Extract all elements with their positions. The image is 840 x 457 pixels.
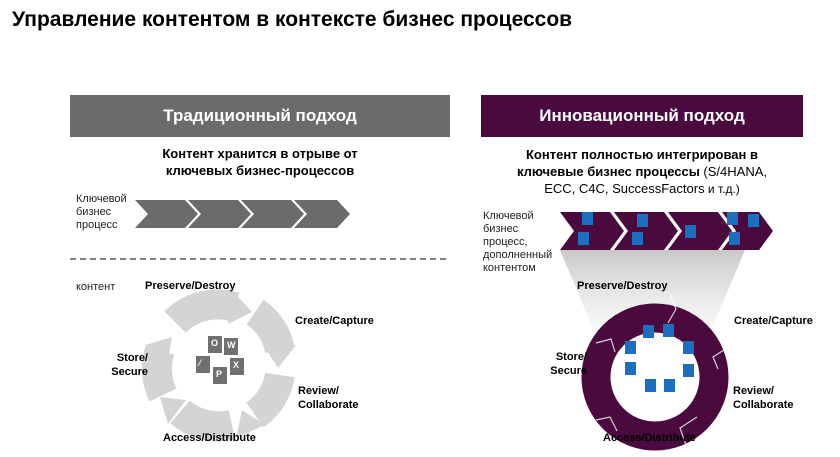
outlook-icon xyxy=(208,336,222,353)
traditional-process-chevrons xyxy=(135,200,350,228)
label-line: дополненный xyxy=(483,249,553,261)
label-line: Collaborate xyxy=(733,399,794,411)
cycle-arrow xyxy=(170,400,236,442)
svg-text:⁄: ⁄ xyxy=(197,358,203,368)
label-line: Secure xyxy=(550,365,587,377)
cycle-arrow xyxy=(164,289,240,334)
page-title: Управление контентом в контексте бизнес … xyxy=(12,8,573,31)
traditional-access-label: Access/Distribute xyxy=(163,432,256,444)
label-line: Secure xyxy=(111,366,148,378)
innovative-header: Инновационный подход xyxy=(481,95,803,137)
label-line: Ключевой xyxy=(76,193,127,205)
label-line: Review/ xyxy=(733,385,774,397)
innovative-access-label: Access/Distribute xyxy=(603,432,696,444)
traditional-process-label: Ключевой бизнес процесс xyxy=(76,193,127,232)
label-line: Collaborate xyxy=(298,399,359,411)
word-icon xyxy=(224,338,238,355)
subtitle-line: ключевые бизнес процессы xyxy=(516,164,700,179)
innovative-lifecycle-ring xyxy=(581,303,729,451)
cycle-arrow xyxy=(245,371,295,428)
label-line: бизнес xyxy=(483,223,519,235)
content-icons-blue xyxy=(578,212,759,392)
excel-icon xyxy=(230,358,244,375)
svg-text:P: P xyxy=(216,369,222,379)
chevron xyxy=(241,200,304,228)
cycle-arrow xyxy=(245,299,295,354)
traditional-create-label: Create/Capture xyxy=(295,315,374,327)
subtitle-line: ECC, C4C, SuccessFactors xyxy=(544,181,705,196)
traditional-subtitle: Контент хранится в отрыве от ключевых би… xyxy=(90,145,430,179)
subtitle-line: ключевых бизнес-процессов xyxy=(165,163,355,178)
label-line: Store/ xyxy=(555,351,587,363)
label-line: Ключевой xyxy=(483,210,534,222)
label-line: процесс xyxy=(76,219,118,231)
chevron xyxy=(560,212,624,250)
content-label: контент xyxy=(76,281,116,293)
subtitle-line: (S/4HANA, xyxy=(699,164,767,179)
subtitle-line: Контент полностью интегрирован в xyxy=(526,147,758,162)
chevron xyxy=(188,200,251,228)
innovative-subtitle: Контент полностью интегрирован в ключевы… xyxy=(481,146,803,198)
subtitle-line: Контент хранится в отрыве от xyxy=(162,146,358,161)
svg-text:X: X xyxy=(233,360,239,370)
label-line: Review/ xyxy=(298,385,339,397)
chevron xyxy=(135,200,198,228)
traditional-header: Традиционный подход xyxy=(70,95,450,137)
powerpoint-icon xyxy=(213,367,227,384)
label-line: Store/ xyxy=(116,352,148,364)
content-icons-gray xyxy=(196,336,244,384)
svg-text:W: W xyxy=(227,340,236,350)
label-line: бизнес xyxy=(76,206,112,218)
label-line: процесс, xyxy=(483,236,528,248)
innovative-create-label: Create/Capture xyxy=(734,315,813,327)
pdf-icon xyxy=(196,356,210,373)
traditional-store-label: Store/ Secure xyxy=(90,351,148,379)
cycle-arrow xyxy=(142,345,177,402)
label-line: контентом xyxy=(483,262,536,274)
traditional-preserve-label: Preserve/Destroy xyxy=(145,280,236,292)
innovative-store-label: Store/ Secure xyxy=(530,350,587,378)
innovative-review-label: Review/ Collaborate xyxy=(733,384,794,412)
innovative-preserve-label: Preserve/Destroy xyxy=(577,280,668,292)
traditional-review-label: Review/ Collaborate xyxy=(298,384,359,412)
svg-text:O: O xyxy=(211,338,218,348)
innovative-process-label: Ключевой бизнес процесс, дополненный кон… xyxy=(483,210,552,275)
chevron xyxy=(294,200,350,228)
subtitle-line: и т.д.) xyxy=(704,182,740,196)
chevron xyxy=(614,212,678,250)
chevron xyxy=(668,212,732,250)
